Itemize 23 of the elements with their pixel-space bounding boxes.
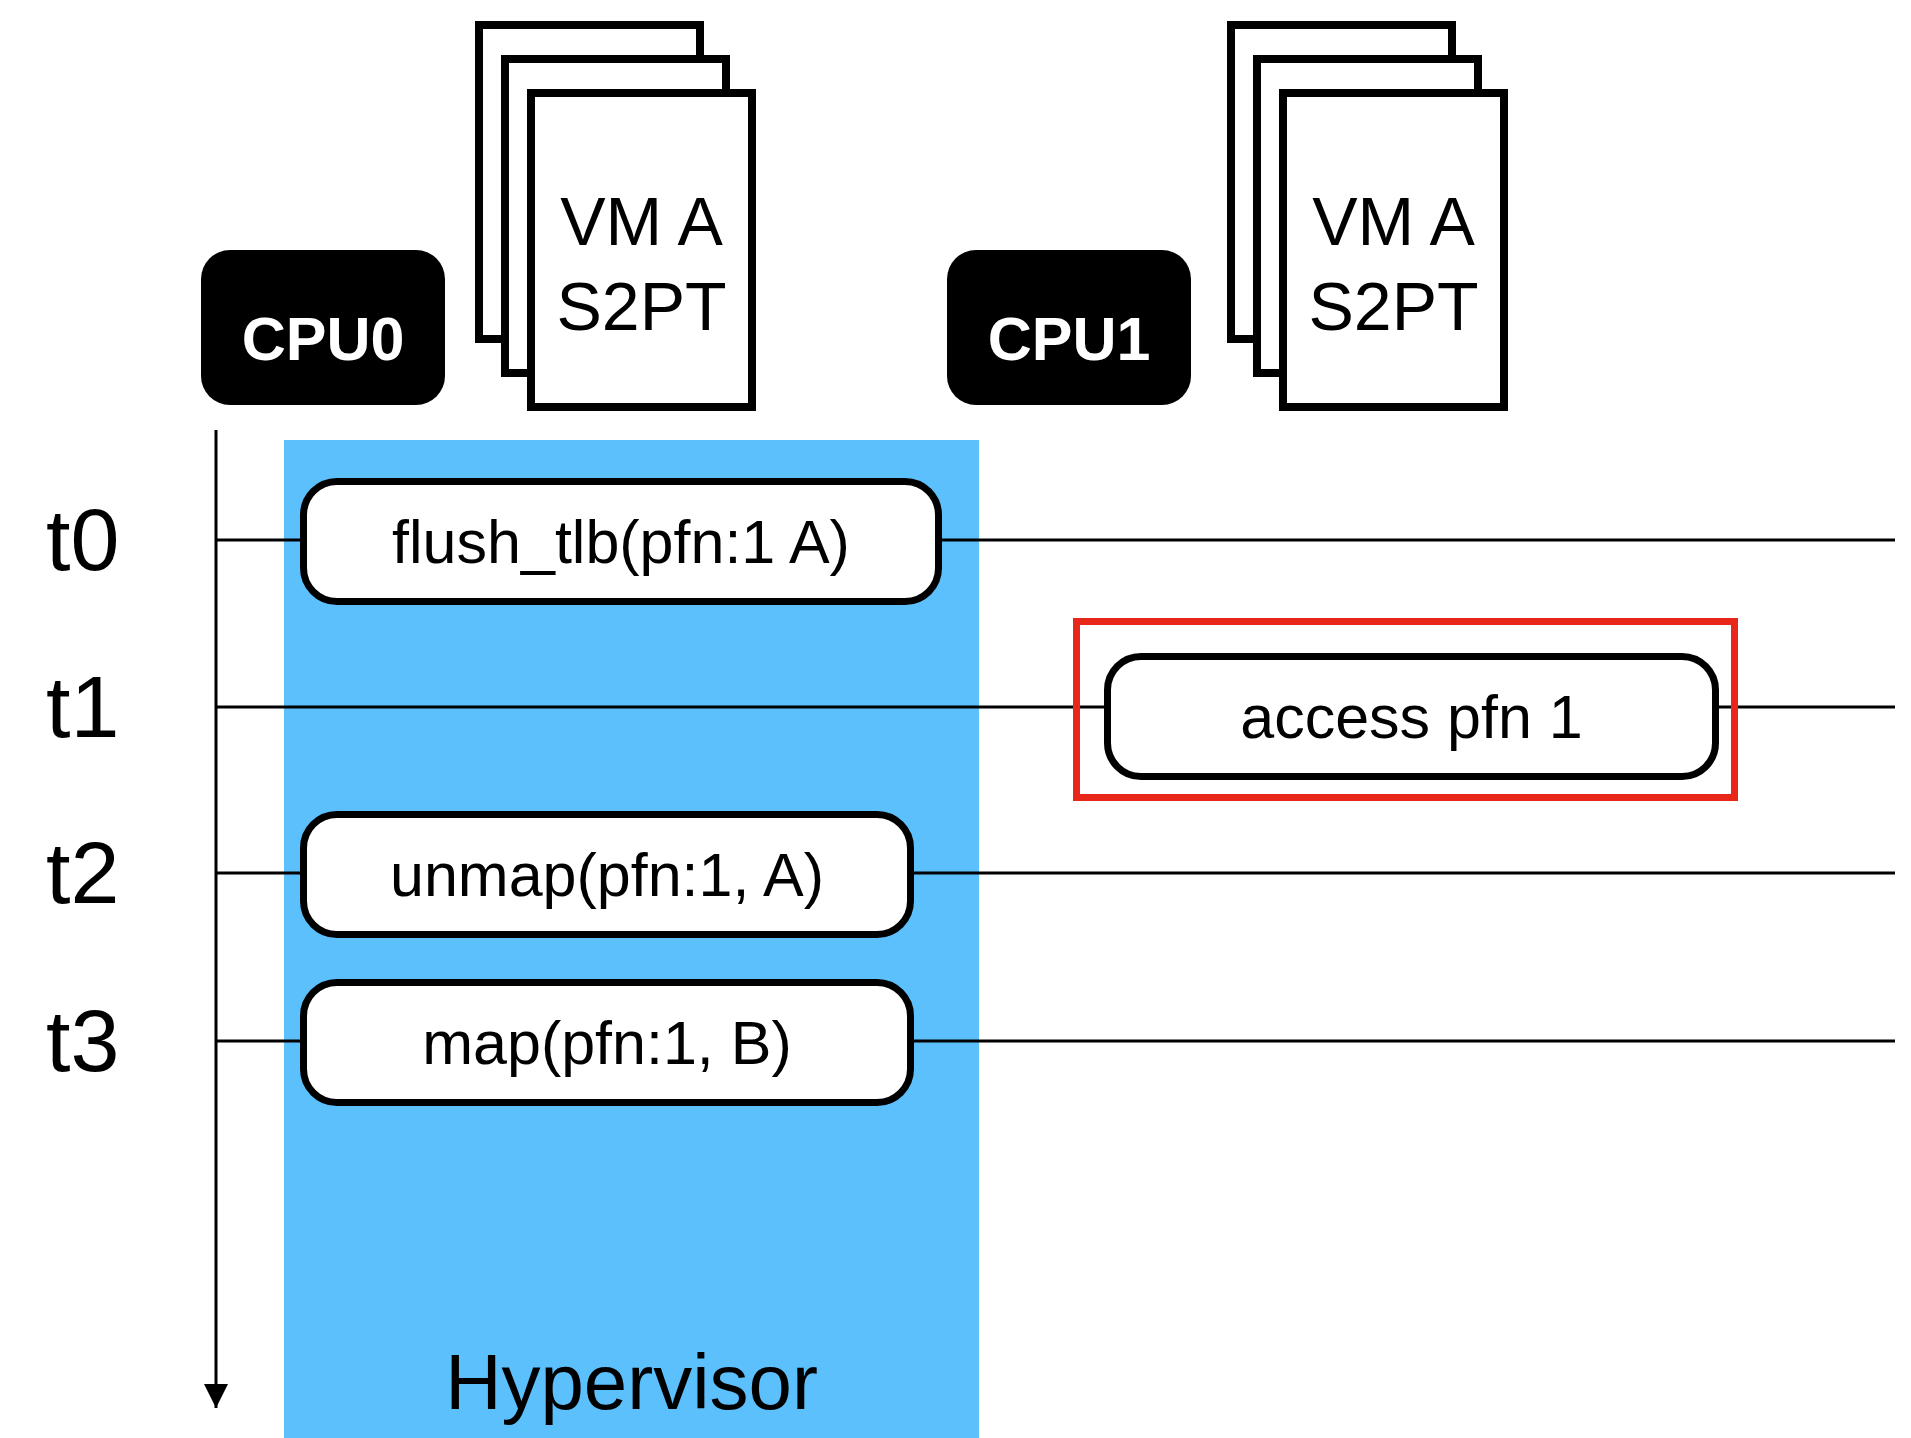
call-label: unmap(pfn:1, A) (390, 839, 824, 910)
call-label: access pfn 1 (1240, 681, 1583, 752)
call-box (300, 811, 914, 938)
cpu-label: CPU1 (987, 303, 1151, 374)
table-label: VM A S2PT (555, 182, 728, 346)
page-stack (1227, 21, 1509, 411)
time-label: t3 (46, 992, 120, 1090)
time-label: t0 (46, 491, 120, 589)
call-box (300, 478, 942, 605)
highlight-frame (1073, 618, 1738, 801)
cpu-box (947, 250, 1191, 405)
time-label: t1 (46, 658, 120, 756)
time-label: t2 (46, 824, 120, 922)
table-label: VM A S2PT (1307, 182, 1480, 346)
page-stack (475, 21, 757, 411)
hypervisor-band (284, 440, 979, 1438)
call-label: flush_tlb(pfn:1 A) (392, 506, 850, 577)
band-label: Hypervisor (444, 1337, 819, 1428)
call-label: map(pfn:1, B) (422, 1007, 792, 1078)
cpu-label: CPU0 (241, 303, 405, 374)
cpu-box (201, 250, 445, 405)
call-box (300, 979, 914, 1106)
call-box (1104, 653, 1719, 780)
